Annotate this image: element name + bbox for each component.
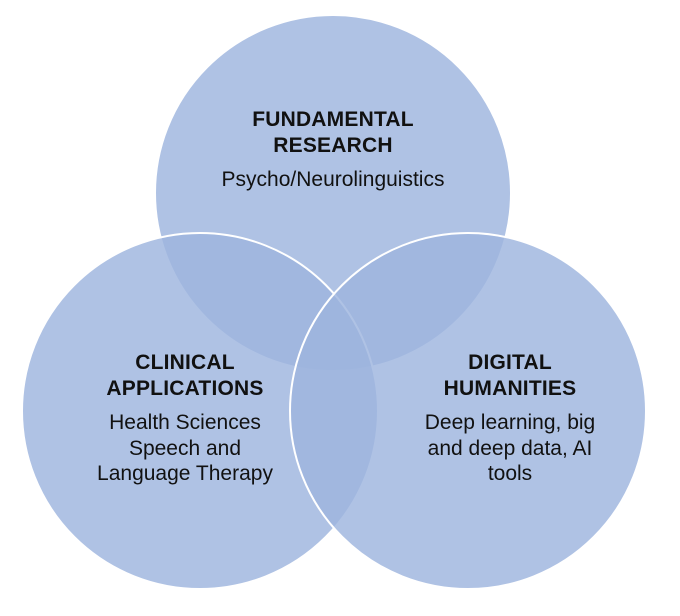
heading-line: DIGITAL — [468, 351, 552, 374]
heading-line: FUNDAMENTAL — [252, 108, 414, 131]
body-line: tools — [487, 462, 533, 486]
heading-line: APPLICATIONS — [106, 376, 264, 400]
circle-digital-humanities — [289, 232, 647, 590]
body-line: Psycho/Neurolinguistics — [221, 168, 445, 192]
body-line: Health Sciences — [109, 411, 261, 435]
label-fundamental-research: FUNDAMENTAL RESEARCH Psycho/Neurolinguis… — [193, 107, 473, 193]
heading-line: HUMANITIES — [443, 376, 577, 400]
body-line: Speech and — [128, 436, 242, 460]
label-digital-humanities: DIGITAL HUMANITIES Deep learning, big an… — [385, 350, 635, 487]
heading-line: CLINICAL — [135, 351, 235, 374]
heading-line: RESEARCH — [273, 133, 393, 157]
body-line: Deep learning, big — [424, 411, 596, 435]
body-line: Language Therapy — [97, 462, 273, 486]
label-clinical-applications: CLINICAL APPLICATIONS Health Sciences Sp… — [60, 350, 310, 487]
body-line: and deep data, AI — [427, 436, 593, 460]
